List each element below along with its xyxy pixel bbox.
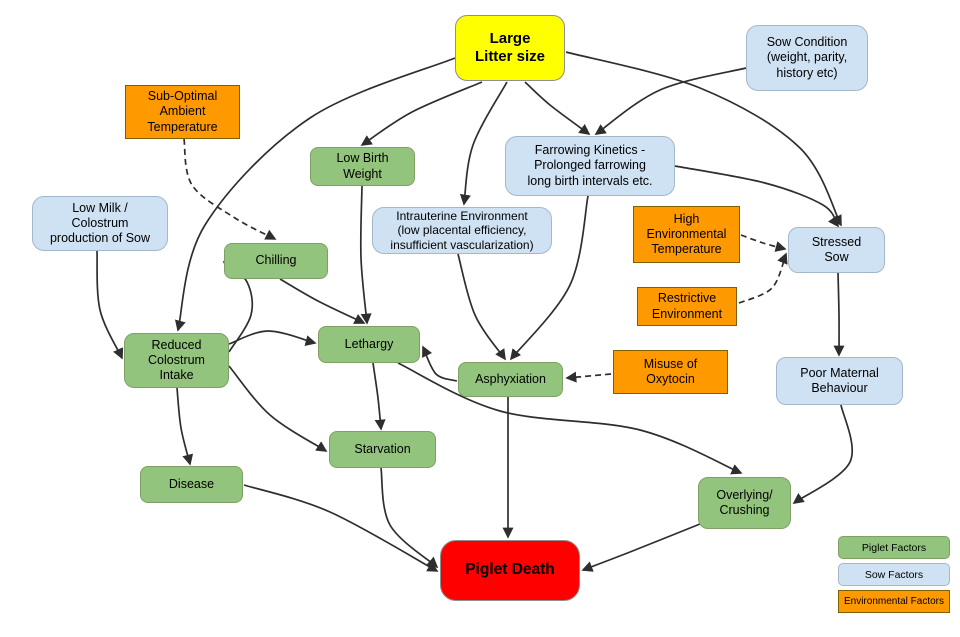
- node-starvation: Starvation: [329, 431, 436, 468]
- edge-chilling-to-lethargy: [279, 278, 366, 324]
- node-reduced-colostrum: Reduced Colostrum Intake: [124, 333, 229, 388]
- legend-environmental-factors: Environmental Factors: [838, 590, 950, 613]
- edge-farrowing-to-stressed-sow: [674, 165, 839, 228]
- node-high-env: High Environmental Temperature: [633, 206, 740, 263]
- edge-sub-optimal-to-chilling: [183, 138, 277, 240]
- node-disease: Disease: [140, 466, 243, 503]
- node-chilling: Chilling: [224, 243, 328, 279]
- edge-disease-to-piglet-death: [243, 484, 439, 572]
- edge-farrowing-to-asphyxiation: [509, 195, 589, 361]
- node-poor-maternal: Poor Maternal Behaviour: [776, 357, 903, 405]
- edge-large-litter-to-stressed-sow: [565, 51, 842, 227]
- edge-asphyxiation-to-lethargy: [422, 345, 458, 382]
- edge-starvation-to-piglet-death: [380, 467, 439, 569]
- node-misuse: Misuse of Oxytocin: [613, 350, 728, 394]
- node-lethargy: Lethargy: [318, 326, 420, 363]
- edge-sow-condition-to-farrowing: [594, 67, 747, 135]
- edge-reduced-colostrum-to-disease: [176, 387, 194, 466]
- edge-restrictive-to-stressed-sow: [738, 252, 788, 304]
- edge-poor-maternal-to-overlying: [792, 404, 853, 504]
- edge-intrauterine-to-asphyxiation: [457, 253, 506, 361]
- edge-low-birth-to-lethargy: [359, 185, 372, 325]
- edge-large-litter-to-farrowing: [524, 81, 591, 135]
- node-sow-condition: Sow Condition (weight, parity, history e…: [746, 25, 868, 91]
- edge-stressed-sow-to-poor-maternal: [833, 272, 845, 357]
- edge-large-litter-to-reduced-colostrum: [174, 57, 456, 332]
- node-stressed-sow: Stressed Sow: [788, 227, 885, 273]
- node-piglet-death: Piglet Death: [440, 540, 580, 601]
- legend-sow-factors: Sow Factors: [838, 563, 950, 586]
- edge-lethargy-to-overlying: [397, 362, 743, 475]
- node-low-birth: Low Birth Weight: [310, 147, 415, 186]
- edge-high-env-to-stressed-sow: [740, 234, 787, 252]
- node-asphyxiation: Asphyxiation: [458, 362, 563, 397]
- node-intrauterine: Intrauterine Environment (low placental …: [372, 207, 552, 254]
- node-low-milk: Low Milk / Colostrum production of Sow: [32, 196, 168, 251]
- node-farrowing: Farrowing Kinetics - Prolonged farrowing…: [505, 136, 675, 196]
- node-overlying: Overlying/ Crushing: [698, 477, 791, 529]
- edge-low-milk-to-reduced-colostrum: [96, 250, 124, 360]
- node-large-litter: Large Litter size: [455, 15, 565, 81]
- edge-large-litter-to-intrauterine: [459, 81, 508, 206]
- edge-reduced-colostrum-to-starvation: [228, 365, 328, 452]
- legend-piglet-factors: Piglet Factors: [838, 536, 950, 559]
- edge-reduced-colostrum-to-lethargy: [228, 330, 317, 347]
- edge-large-litter-to-low-birth: [360, 81, 483, 146]
- edge-misuse-to-asphyxiation: [565, 371, 612, 383]
- node-sub-optimal: Sub-Optimal Ambient Temperature: [125, 85, 240, 139]
- edge-overlying-to-piglet-death: [581, 523, 701, 572]
- edge-lethargy-to-starvation: [372, 362, 386, 431]
- node-restrictive: Restrictive Environment: [637, 287, 737, 326]
